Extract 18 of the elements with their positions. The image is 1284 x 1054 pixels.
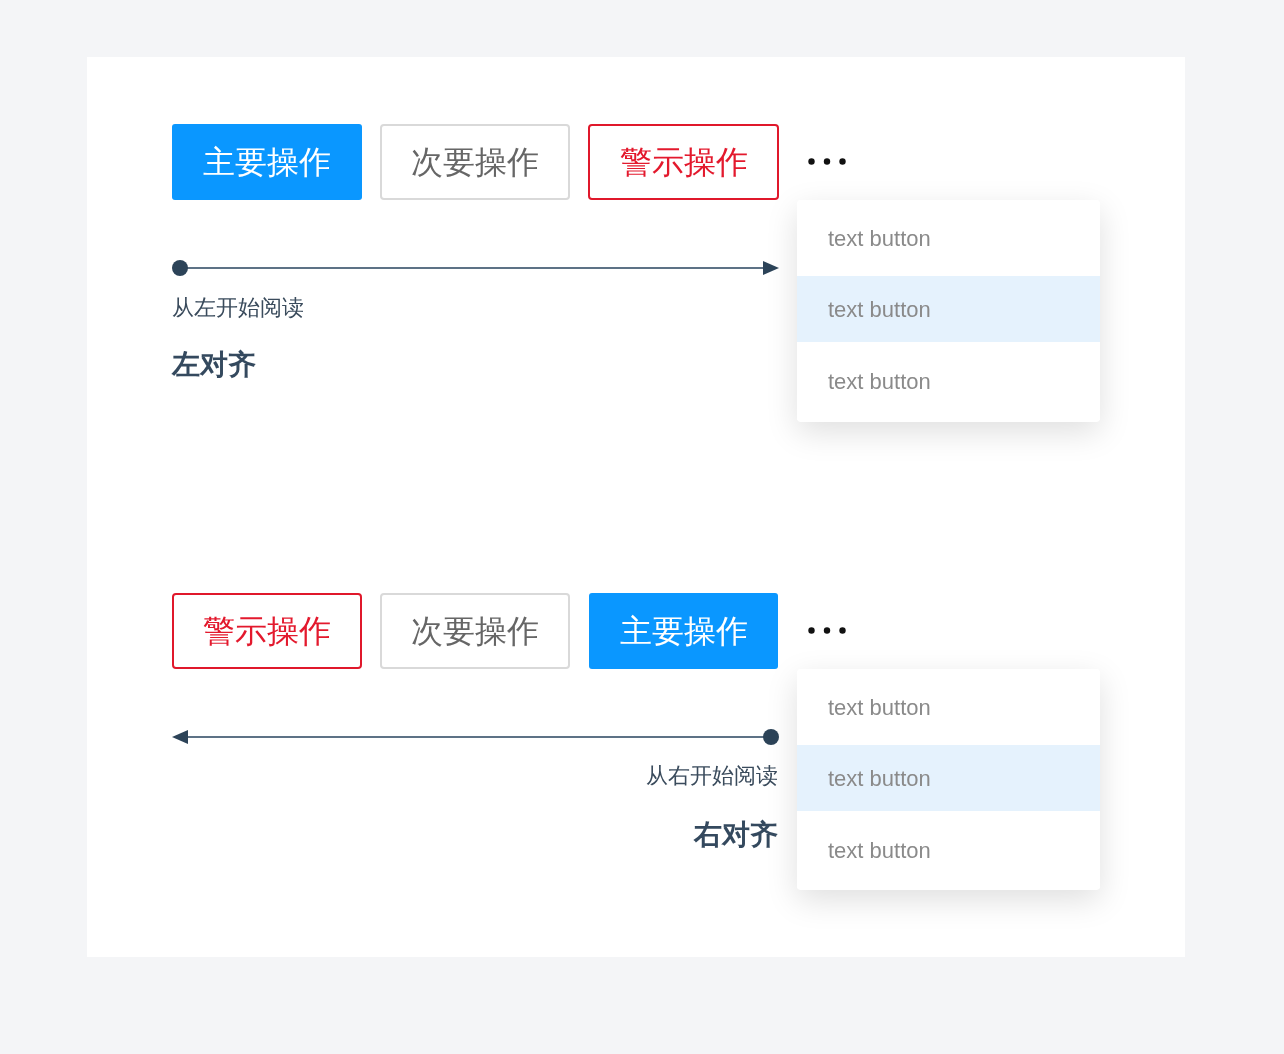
dropdown-menu (797, 200, 1100, 422)
menu-item-highlighted: text button (797, 745, 1100, 811)
menu-item: text button (797, 669, 1100, 745)
menu-item: text button (797, 811, 1100, 889)
warning-button: 警示操作 (172, 593, 362, 669)
menu-item-highlighted: text button (797, 276, 1100, 342)
secondary-button: 次要操作 (380, 124, 570, 200)
warning-button: 警示操作 (588, 124, 779, 200)
secondary-button: 次要操作 (380, 593, 570, 669)
menu-item: text button (797, 200, 1100, 276)
menu-item: text button (797, 342, 1100, 420)
dropdown-menu (797, 669, 1100, 890)
primary-button: 主要操作 (589, 593, 778, 669)
primary-button: 主要操作 (172, 124, 362, 200)
alignment-label: 右对齐 (694, 818, 778, 852)
alignment-label: 左对齐 (172, 348, 256, 382)
reading-direction-label: 从左开始阅读 (172, 294, 304, 322)
reading-direction-label: 从右开始阅读 (646, 762, 778, 790)
